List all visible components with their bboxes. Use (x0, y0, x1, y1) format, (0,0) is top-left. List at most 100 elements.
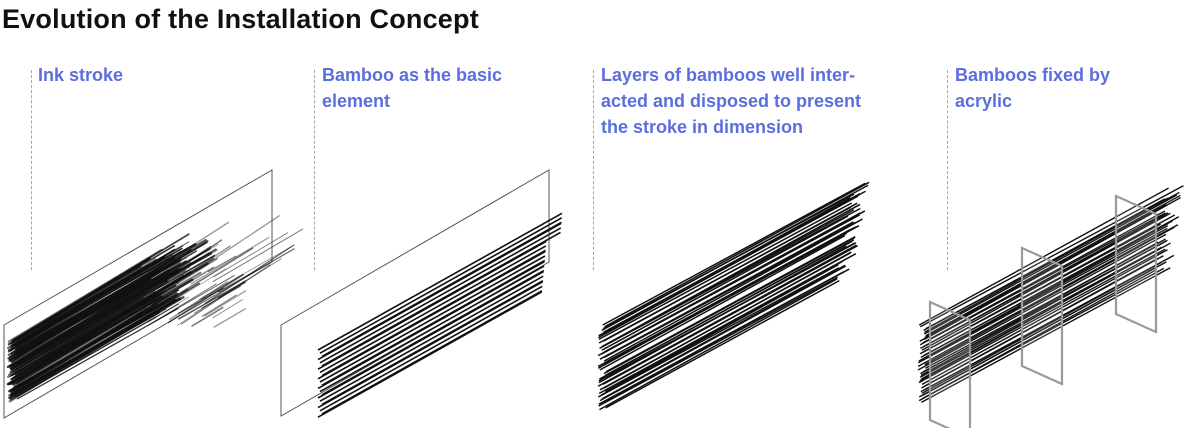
ink-splash (141, 283, 178, 308)
bamboo-stick (919, 246, 1162, 378)
bamboo-stick (917, 224, 1179, 368)
acrylic-fixed-bamboo-illustration (917, 185, 1184, 428)
ink-splash (190, 236, 270, 285)
bamboo-stick (599, 221, 854, 360)
bamboo-stick (317, 240, 547, 370)
ink-fiber (8, 257, 175, 358)
ink-splash (204, 244, 295, 305)
ink-fiber (9, 295, 169, 393)
bamboo-stick (919, 212, 1166, 346)
bamboo-stick (920, 212, 1169, 350)
leader-line-1 (31, 70, 32, 270)
bamboo-stick (598, 190, 866, 339)
bamboo-stick (317, 281, 543, 409)
bamboo-stick (923, 194, 1178, 335)
ink-splash (148, 248, 187, 272)
bamboo-stick (317, 212, 563, 351)
ink-splash (141, 256, 188, 284)
bamboo-stick (920, 241, 1159, 375)
stage-3-line-2: acted and disposed to present (601, 91, 862, 111)
bamboo-stick (597, 267, 840, 398)
ink-splash (151, 266, 215, 306)
ink-splash (154, 283, 217, 322)
bamboo-stick (321, 279, 544, 406)
bamboo-stick (321, 231, 561, 367)
bamboo-element-illustration (280, 169, 563, 418)
bamboo-stick (920, 216, 1180, 359)
bamboo-stick (321, 290, 543, 415)
ink-splash (176, 257, 218, 285)
ink-splash (204, 290, 247, 317)
ink-splash (168, 280, 229, 321)
bamboo-stick (319, 255, 546, 383)
bamboo-stick (924, 226, 1175, 366)
bamboo-stick (317, 271, 544, 399)
bamboo-stick (598, 252, 857, 395)
bamboo-stick (598, 245, 847, 384)
bamboo-stick (604, 181, 870, 328)
bamboo-stick (599, 207, 861, 350)
ink-fiber (11, 233, 190, 342)
bamboo-stick (321, 249, 546, 377)
leader-line-2 (314, 70, 315, 270)
bamboo-stick (597, 212, 861, 357)
bamboo-stick (917, 233, 1167, 371)
ink-splash (162, 268, 227, 308)
bamboo-layers-illustration (597, 181, 870, 411)
ink-splash (218, 281, 247, 299)
ink-splash (151, 245, 212, 286)
acrylic-panel (1020, 246, 1064, 386)
bamboo-stick (925, 194, 1181, 337)
bamboo-stick (918, 261, 1167, 398)
ink-splash (191, 306, 224, 327)
ink-fiber (10, 267, 167, 363)
stage-4-line-1: Bamboos fixed by (955, 65, 1111, 85)
bamboo-stick (923, 198, 1165, 332)
ink-splash (168, 239, 223, 276)
ink-splash (195, 214, 281, 272)
bamboo-stick (317, 250, 546, 380)
bamboo-stick (921, 267, 1171, 404)
bamboo-stick (924, 197, 1169, 333)
stage-2-line-2: element (322, 91, 391, 111)
bamboo-stick (603, 236, 856, 375)
ink-fiber (11, 291, 165, 386)
bamboo-stick (924, 203, 1167, 339)
bamboo-stick (919, 223, 1161, 355)
bamboo-stick (599, 252, 852, 391)
bamboo-stick (599, 239, 855, 380)
page-title: Evolution of the Installation Concept (2, 4, 479, 34)
bamboo-stick (599, 234, 846, 371)
ink-fiber (13, 296, 164, 385)
bamboo-stick (918, 222, 1169, 362)
stage-3-line-1: Layers of bamboos well inter- (601, 65, 856, 85)
bamboo-stick (602, 182, 866, 326)
bamboo-stick (321, 259, 546, 386)
ink-fiber (7, 292, 178, 397)
ink-fiber (8, 281, 179, 386)
bamboo-stick (598, 206, 851, 344)
bamboo-stick (597, 244, 857, 387)
leader-line-3 (593, 70, 594, 270)
bamboo-stick (921, 249, 1168, 386)
bamboo-stick (918, 187, 1169, 326)
bamboo-stick (921, 255, 1164, 389)
bamboo-stick (601, 184, 869, 332)
stage-label-ink-stroke: Ink stroke (38, 62, 123, 88)
bamboo-stick (920, 240, 1168, 377)
ink-splash (145, 260, 182, 284)
ink-splash (198, 246, 292, 300)
bamboo-stick (598, 196, 851, 337)
ink-splash (148, 221, 230, 275)
bamboo-stick (918, 248, 1166, 384)
stage-label-bamboo-element: Bamboo as the basic element (322, 62, 502, 114)
ink-splash (201, 285, 242, 309)
ink-splash (159, 247, 254, 307)
ink-fiber (8, 266, 151, 352)
bamboo-stick (317, 291, 543, 418)
ink-splash (163, 266, 191, 283)
stage-1-line-1: Ink stroke (38, 65, 124, 85)
stage-2-line-1: Bamboo as the basic (322, 65, 503, 85)
bamboo-stick (598, 276, 839, 407)
